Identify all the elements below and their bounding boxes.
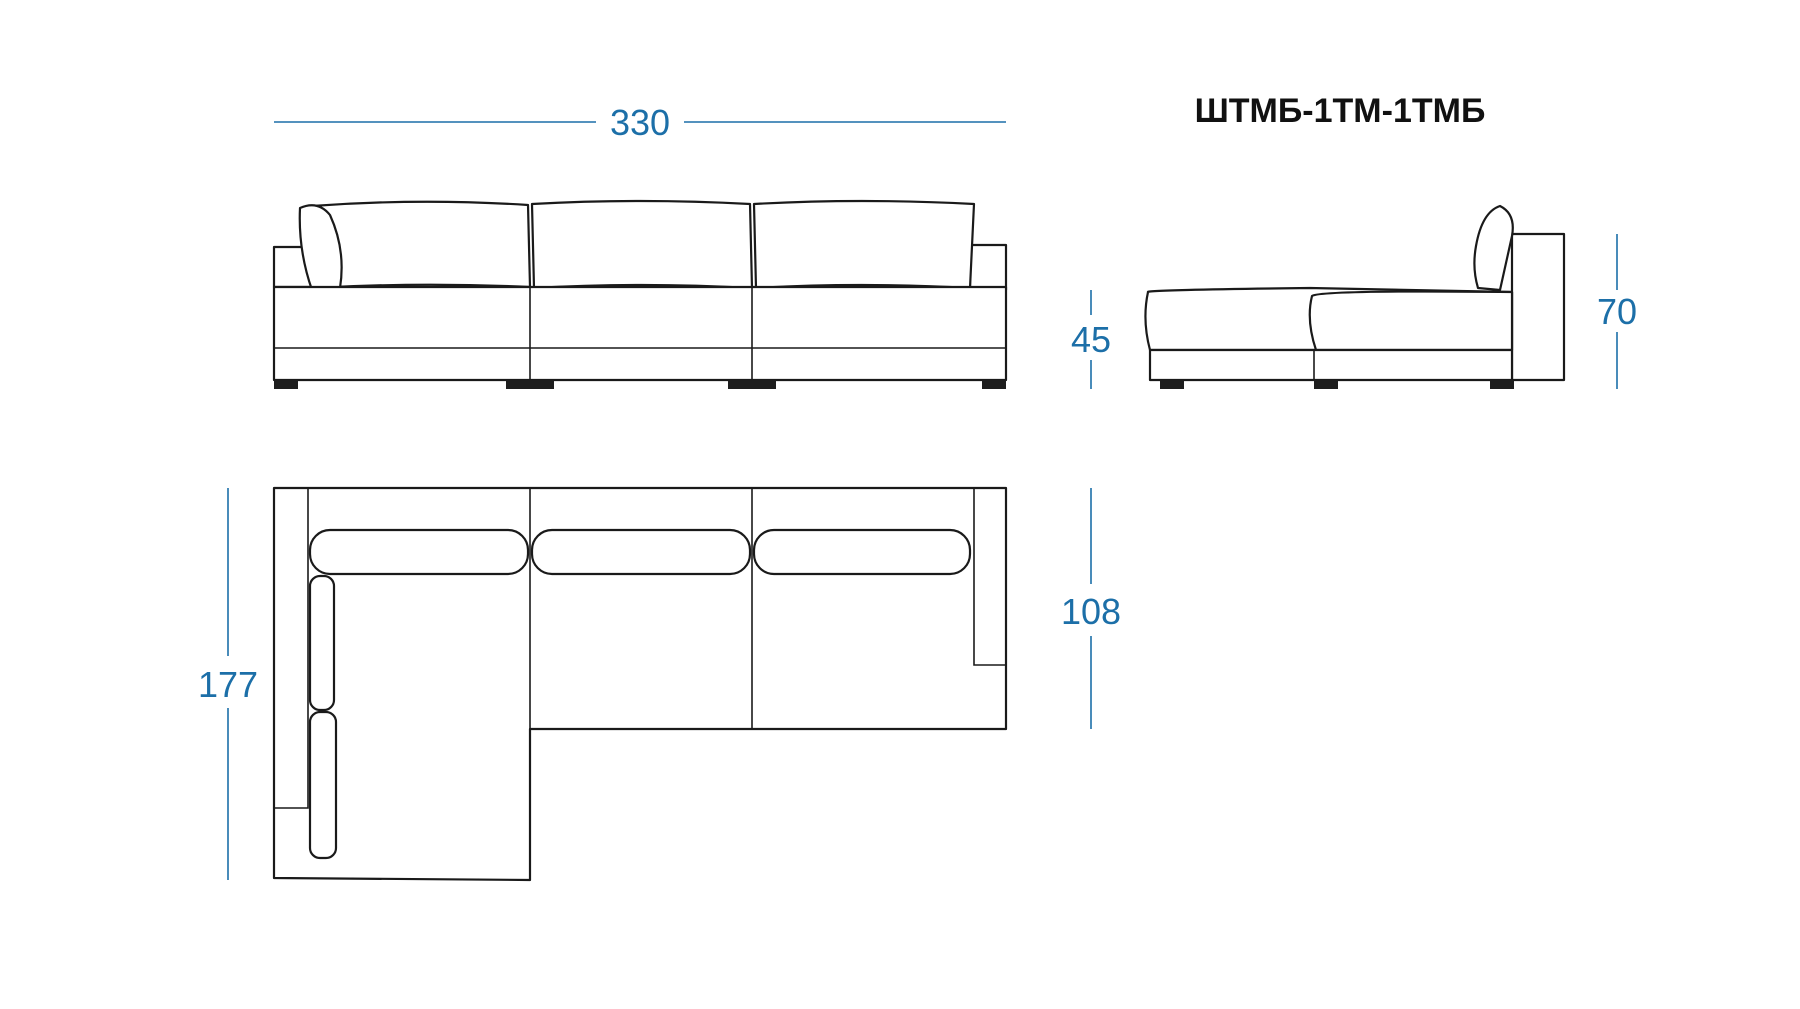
side-view bbox=[1144, 204, 1566, 389]
side-leg-2 bbox=[1314, 380, 1338, 389]
top-back-cushion-3 bbox=[752, 528, 972, 576]
total-height-value: 70 bbox=[1597, 291, 1637, 332]
side-ottoman-seat bbox=[1308, 290, 1514, 352]
model-title: ШТМБ-1ТМ-1ТМБ bbox=[1195, 92, 1486, 130]
total-depth-value: 177 bbox=[198, 664, 258, 705]
dimension-width: 330 bbox=[274, 102, 1006, 143]
front-scatter-cushion bbox=[298, 204, 343, 292]
front-leg-1 bbox=[274, 380, 298, 389]
front-back-cushion-3 bbox=[752, 199, 976, 290]
front-view bbox=[272, 199, 1008, 389]
side-leg-3 bbox=[1490, 380, 1514, 389]
dimension-sofa-depth: 108 bbox=[1061, 488, 1121, 729]
side-leg-1 bbox=[1160, 380, 1184, 389]
side-back-cushion bbox=[1473, 204, 1514, 292]
top-side-cushion-2 bbox=[308, 710, 338, 860]
front-seat-base bbox=[272, 285, 1008, 382]
front-right-arm bbox=[968, 243, 1008, 292]
dimension-total-height: 70 bbox=[1597, 234, 1637, 389]
seat-height-value: 45 bbox=[1071, 319, 1111, 360]
top-back-cushion-2 bbox=[530, 528, 752, 576]
sofa-depth-value: 108 bbox=[1061, 591, 1121, 632]
front-leg-2 bbox=[506, 380, 554, 389]
dimension-total-depth: 177 bbox=[198, 488, 258, 880]
front-back-cushion-2 bbox=[530, 199, 754, 290]
width-value: 330 bbox=[610, 102, 670, 143]
front-leg-3 bbox=[728, 380, 776, 389]
side-base bbox=[1148, 348, 1514, 382]
front-back-cushion-1 bbox=[310, 200, 532, 290]
top-view bbox=[272, 486, 1008, 882]
dimension-seat-height: 45 bbox=[1071, 290, 1111, 389]
front-leg-4 bbox=[982, 380, 1006, 389]
top-back-cushion-1 bbox=[308, 528, 530, 576]
top-side-cushion-1 bbox=[308, 574, 336, 712]
side-back-block bbox=[1510, 232, 1566, 382]
